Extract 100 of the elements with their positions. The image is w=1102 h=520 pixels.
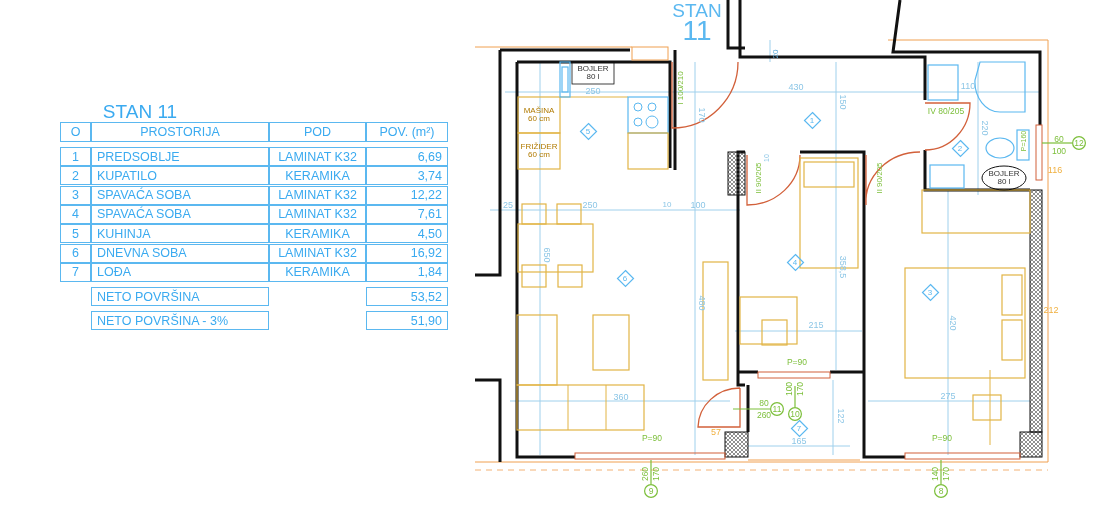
dimension-text: 25: [503, 200, 513, 210]
room-number-tag: 6: [616, 269, 634, 287]
dimension-text: 170: [941, 466, 951, 482]
dimension-text: 57: [711, 427, 721, 437]
window-callout: 10: [788, 407, 802, 421]
door-label: IV 80/205: [927, 106, 965, 116]
dimension-text: 100: [1051, 146, 1067, 156]
table-title: STAN 11: [102, 101, 178, 121]
room-number-tag: 3: [921, 283, 939, 301]
dimension-text: 420: [947, 315, 957, 331]
apartment-number: 11: [682, 17, 712, 45]
dimension-text: 358,5: [837, 255, 847, 279]
room-number-tag: 4: [786, 253, 804, 271]
appliance-label: MAŠINA 60 cm: [522, 107, 556, 123]
window-label: P=90: [931, 433, 953, 443]
total-cell: 53,52: [366, 287, 448, 306]
apartment-label: STAN: [672, 0, 722, 20]
header-cell: POV. (m²): [366, 122, 448, 142]
appliance-label: FRIŽIDER 60 cm: [519, 143, 559, 159]
table-cell: PREDSOBLJE: [91, 147, 269, 166]
dimension-text: 250: [582, 200, 598, 210]
window-callout: 9: [644, 484, 658, 498]
dimension-text: 140: [930, 466, 940, 482]
dimension-text: 250: [585, 86, 601, 96]
dimension-text: 60: [1054, 134, 1064, 144]
table-cell: 1: [60, 147, 91, 166]
dimension-text: 215: [808, 320, 824, 330]
leader-line: [794, 385, 796, 408]
dimension-text: 220: [979, 120, 989, 136]
door-label: II 90/205: [876, 162, 884, 194]
table-cell: 3: [60, 185, 91, 205]
table-cell: LOĐA: [91, 262, 269, 282]
table-cell: KUHINJA: [91, 224, 269, 244]
table-cell: 5: [60, 224, 91, 244]
appliance-label: BOJLER 80 l: [987, 170, 1021, 186]
table-cell: LAMINAT K32: [269, 204, 366, 224]
door-label: I 100/210: [677, 71, 685, 105]
window-callout: 12: [1072, 136, 1086, 150]
room-number-tag: 7: [790, 419, 808, 437]
table-cell: SPAVAĆA SOBA: [91, 204, 269, 224]
dimension-text: 170: [696, 107, 706, 123]
dimension-text: 430: [788, 82, 804, 92]
table-cell: LAMINAT K32: [269, 147, 366, 166]
window-label: P=90: [641, 433, 663, 443]
table-cell: LAMINAT K32: [269, 243, 366, 263]
dimension-text: 170: [651, 466, 661, 482]
header-cell: O: [60, 122, 91, 142]
table-cell: 16,92: [366, 243, 448, 263]
window-label: P=90: [786, 357, 808, 367]
table-cell: 2: [60, 166, 91, 186]
table-cell: LAMINAT K32: [269, 185, 366, 205]
table-cell: KERAMIKA: [269, 224, 366, 244]
table-cell: 12,22: [366, 185, 448, 205]
leader-line: [940, 459, 942, 485]
dimension-text: 100: [690, 200, 706, 210]
table-cell: KERAMIKA: [269, 166, 366, 186]
dimension-text: 20: [772, 49, 780, 59]
dimension-text: 116: [1047, 165, 1063, 175]
dimension-text: 260: [640, 466, 650, 482]
table-cell: 6,69: [366, 147, 448, 166]
total-cell: 51,90: [366, 311, 448, 330]
table-cell: KERAMIKA: [269, 262, 366, 282]
table-cell: 7,61: [366, 204, 448, 224]
leader-line: [732, 408, 771, 410]
header-cell: PROSTORIJA: [91, 122, 269, 142]
dimension-text: 360: [613, 392, 629, 402]
dimension-text: 165: [791, 436, 807, 446]
dimension-text: 260: [756, 410, 772, 420]
dimension-text: 10: [662, 201, 672, 209]
window-callout: 8: [934, 484, 948, 498]
dimension-text: 122: [835, 408, 845, 424]
table-cell: SPAVAĆA SOBA: [91, 185, 269, 205]
room-number-tag: 5: [579, 122, 597, 140]
table-cell: 4: [60, 204, 91, 224]
leader-line: [1041, 142, 1073, 144]
table-cell: DNEVNA SOBA: [91, 243, 269, 263]
total-cell: NETO POVRŠINA - 3%: [91, 311, 269, 330]
dimension-text: 150: [837, 94, 847, 110]
table-cell: 1,84: [366, 262, 448, 282]
total-cell: NETO POVRŠINA: [91, 287, 269, 306]
room-number-tag: 1: [803, 111, 821, 129]
header-cell: POD: [269, 122, 366, 142]
dimension-text: 480: [696, 295, 706, 311]
dimension-text: 275: [940, 391, 956, 401]
table-cell: 3,74: [366, 166, 448, 186]
room-number-tag: 2: [951, 139, 969, 157]
table-cell: 4,50: [366, 224, 448, 244]
table-cell: 7: [60, 262, 91, 282]
window-callout: 11: [770, 402, 784, 416]
table-cell: 6: [60, 243, 91, 263]
door-label: II 90/205: [755, 162, 763, 194]
dimension-text: 110: [960, 81, 976, 91]
dimension-text: 80: [759, 398, 769, 408]
dimension-text: 170: [795, 381, 805, 397]
dimension-text: 650: [541, 247, 551, 263]
table-cell: KUPATILO: [91, 166, 269, 186]
dimension-text: 212: [1043, 305, 1059, 315]
appliance-label: BOJLER 80 l: [576, 65, 610, 81]
leader-line: [650, 459, 652, 485]
dimension-text: 100: [784, 381, 794, 397]
